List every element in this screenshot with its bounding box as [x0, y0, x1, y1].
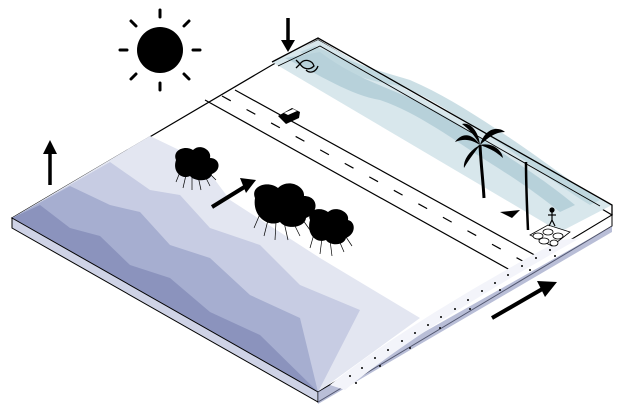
sun-icon: [120, 10, 200, 90]
up-arrow-icon: [43, 140, 57, 185]
down-arrow-icon: [281, 18, 295, 52]
